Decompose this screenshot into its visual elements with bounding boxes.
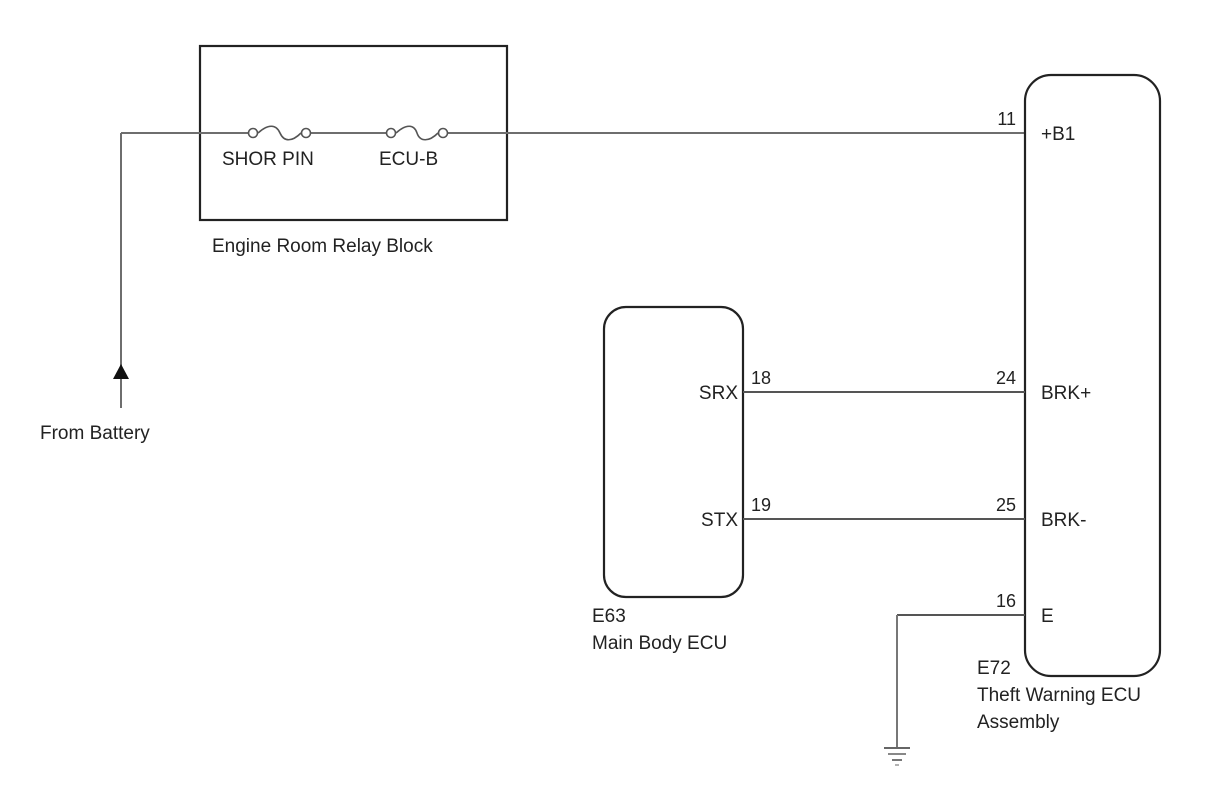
battery-source-label: From Battery xyxy=(40,423,150,444)
terminal-brk-plus: BRK+ xyxy=(1041,383,1092,404)
fuse-icon xyxy=(385,125,449,141)
terminal-stx: STX xyxy=(701,510,738,531)
pin-number-18: 18 xyxy=(751,368,772,388)
ground-icon xyxy=(884,747,910,766)
main-body-ecu-box xyxy=(602,305,745,599)
terminal-srx: SRX xyxy=(698,383,738,404)
pin-number-16: 16 xyxy=(995,591,1016,611)
fuse-label-shor-pin: SHOR PIN xyxy=(222,149,314,170)
theft-ecu-name-line2: Assembly xyxy=(977,712,1060,733)
pin-number-24: 24 xyxy=(995,368,1016,388)
fuse-label-ecu-b: ECU-B xyxy=(379,149,439,170)
theft-ecu-connector-code: E72 xyxy=(977,658,1011,679)
fuse-icon xyxy=(247,125,312,141)
pin-number-25: 25 xyxy=(995,495,1016,515)
relay-block-name: Engine Room Relay Block xyxy=(212,236,433,257)
main-body-ecu-connector-code: E63 xyxy=(592,606,626,627)
terminal-b1: +B1 xyxy=(1041,124,1076,145)
terminal-e: E xyxy=(1041,606,1054,627)
theft-ecu-name-line1: Theft Warning ECU xyxy=(977,685,1142,706)
pin-number-11: 11 xyxy=(997,109,1016,129)
pin-number-19: 19 xyxy=(751,495,772,515)
arrow-up-icon xyxy=(113,364,129,379)
theft-warning-ecu-box xyxy=(1023,73,1162,678)
main-body-ecu-name: Main Body ECU xyxy=(592,633,728,654)
terminal-brk-minus: BRK- xyxy=(1041,510,1087,531)
